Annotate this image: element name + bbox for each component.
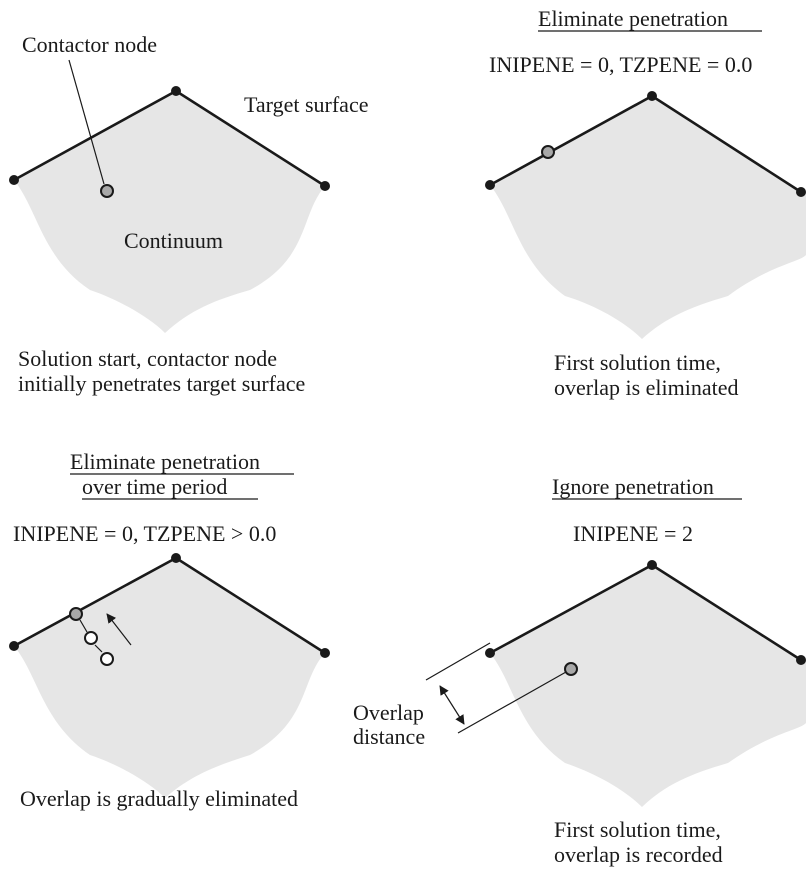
target-node bbox=[796, 187, 806, 197]
target-node bbox=[9, 641, 19, 651]
continuum-body bbox=[14, 558, 325, 798]
panel-3-heading-line-1: Eliminate penetration bbox=[70, 449, 260, 474]
panel-4-setting: INIPENE = 2 bbox=[573, 521, 693, 546]
target-node bbox=[796, 655, 806, 665]
target-surface-label: Target surface bbox=[244, 92, 368, 117]
panel-4-heading: Ignore penetration bbox=[552, 474, 714, 499]
target-node bbox=[320, 648, 330, 658]
overlap-extension-line bbox=[425, 642, 491, 681]
panel-1-caption-line-2: initially penetrates target surface bbox=[18, 371, 305, 396]
panel-2-caption-line-2: overlap is eliminated bbox=[554, 375, 739, 400]
motion-arrow bbox=[106, 613, 132, 646]
overlap-dimension-arrow bbox=[439, 685, 465, 725]
target-node bbox=[9, 175, 19, 185]
target-node bbox=[485, 180, 495, 190]
target-node bbox=[485, 648, 495, 658]
panel-3-gradual-elimination: Eliminate penetration over time period I… bbox=[9, 449, 330, 811]
node-path-dash bbox=[79, 619, 88, 633]
overlap-distance-label-line-1: Overlap bbox=[353, 700, 424, 725]
continuum-body bbox=[490, 565, 806, 807]
panel-2-heading: Eliminate penetration bbox=[538, 6, 728, 31]
contactor-node bbox=[100, 184, 114, 198]
panel-2-eliminate-penetration: Eliminate penetration INIPENE = 0, TZPEN… bbox=[485, 6, 806, 400]
target-node bbox=[647, 560, 657, 570]
contactor-node-label: Contactor node bbox=[22, 32, 157, 57]
target-node bbox=[171, 553, 181, 563]
target-node bbox=[171, 86, 181, 96]
panel-1-caption-line-1: Solution start, contactor node bbox=[18, 346, 277, 371]
panel-4-caption-line-2: overlap is recorded bbox=[554, 842, 723, 867]
continuum-body bbox=[490, 96, 806, 339]
overlap-extension-line bbox=[457, 671, 567, 734]
contactor-node-initial-position bbox=[100, 652, 114, 666]
continuum-label: Continuum bbox=[124, 228, 223, 253]
node-path-dash bbox=[94, 644, 103, 653]
panel-4-ignore-penetration: Ignore penetration INIPENE = 2 Overlap d… bbox=[353, 474, 806, 867]
contactor-leader-line bbox=[68, 59, 105, 185]
panel-2-setting: INIPENE = 0, TZPENE = 0.0 bbox=[489, 52, 752, 77]
panel-1-initial-penetration: Contactor node Target surface Continuum … bbox=[9, 32, 368, 396]
continuum-body bbox=[14, 91, 325, 333]
panel-2-caption-line-1: First solution time, bbox=[554, 350, 721, 375]
target-node bbox=[647, 91, 657, 101]
target-node bbox=[320, 181, 330, 191]
contactor-node bbox=[541, 145, 555, 159]
panel-4-caption-line-1: First solution time, bbox=[554, 817, 721, 842]
panel-3-setting: INIPENE = 0, TZPENE > 0.0 bbox=[13, 521, 276, 546]
contactor-node bbox=[69, 607, 83, 621]
overlap-distance-label-line-2: distance bbox=[353, 724, 425, 749]
contactor-node bbox=[564, 662, 578, 676]
contactor-node-previous-position bbox=[84, 631, 98, 645]
panel-3-caption: Overlap is gradually eliminated bbox=[20, 786, 298, 811]
panel-3-heading-line-2: over time period bbox=[82, 474, 227, 499]
